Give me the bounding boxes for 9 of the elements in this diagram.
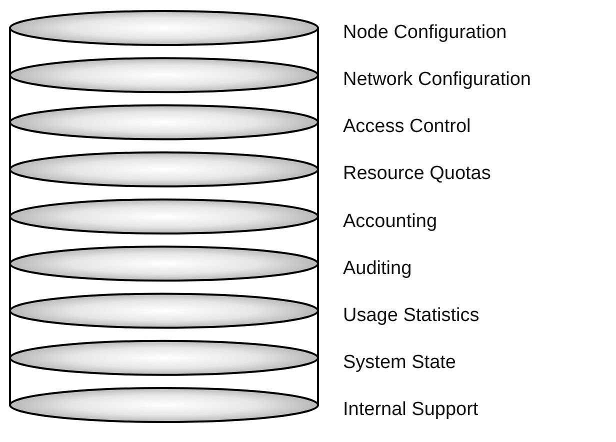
layer-label: Network Configuration (343, 69, 531, 92)
layer-label: Node Configuration (343, 22, 507, 44)
layer-label: Access Control (343, 116, 471, 138)
layer-label: Resource Quotas (343, 163, 491, 186)
layer-label: Usage Statistics (343, 304, 480, 327)
layer-label: Internal Support (343, 399, 478, 421)
layer-label: Auditing (343, 258, 412, 280)
layer-label: Accounting (343, 210, 438, 232)
layer-label: System State (343, 352, 456, 374)
